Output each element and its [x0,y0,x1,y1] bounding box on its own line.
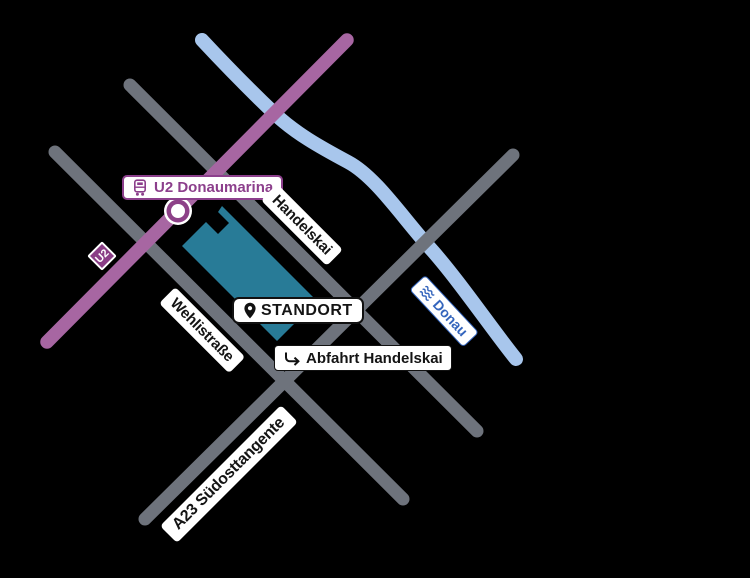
hook-arrow-icon [285,352,300,366]
u2-badge-label: U2 [92,246,112,266]
pin-icon [244,302,256,318]
waves-icon [419,285,435,301]
station-label: U2 Donaumarina [122,175,284,200]
train-icon [133,179,146,196]
road-a23 [138,148,520,526]
exit-label: Abfahrt Handelskai [274,345,452,371]
exit-label-text: Abfahrt Handelskai [306,349,443,367]
road-handelskai [123,78,484,438]
river-label: Donau [409,274,479,348]
location-label-text: STANDORT [261,301,353,319]
station-marker [164,197,192,225]
station-label-text: U2 Donaumarina [154,179,274,196]
location-label: STANDORT [232,297,364,324]
road-wehlistrasse [48,145,410,506]
river-donau [195,33,523,366]
